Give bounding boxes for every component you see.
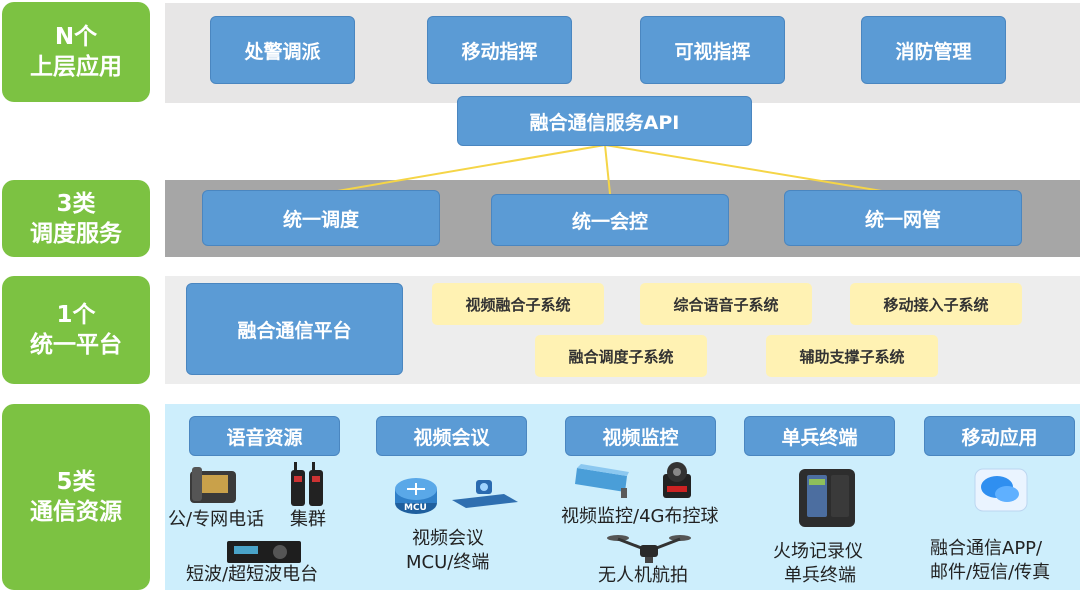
drone-icon (607, 535, 691, 563)
caption-fire-recorder: 火场记录仪 (773, 541, 863, 562)
layer-label-line2: 通信资源 (30, 499, 122, 525)
messaging-app-icon (974, 468, 1028, 512)
walkie-talkie-icon (291, 462, 323, 506)
layer-label-line2: 统一平台 (30, 332, 122, 358)
conference-terminal-icon (452, 480, 518, 508)
resource-header-video-surveillance[interactable]: 视频监控 (565, 416, 716, 456)
service-box-unified-network[interactable]: 统一网管 (784, 190, 1022, 246)
layer-label-line1: 3类 (56, 190, 96, 217)
caption-trunking: 集群 (290, 509, 326, 530)
platform-main-box[interactable]: 融合通信平台 (186, 283, 403, 375)
service-box-unified-conference[interactable]: 统一会控 (491, 194, 729, 246)
ptz-ball-camera-icon (663, 462, 691, 498)
rugged-phone-icon (799, 469, 855, 527)
caption-individual-terminal: 单兵终端 (784, 565, 856, 586)
app-box-mobile-command[interactable]: 移动指挥 (427, 16, 572, 84)
caption-mail-sms-fax: 邮件/短信/传真 (930, 562, 1051, 583)
subsystem-integrated-voice[interactable]: 综合语音子系统 (640, 283, 812, 325)
layer-label-line1: 5类 (56, 469, 96, 495)
surveillance-camera-icon (575, 464, 629, 498)
app-box-fire-management[interactable]: 消防管理 (861, 16, 1006, 84)
mcu-router-icon (395, 478, 437, 514)
layer-label-line2: 调度服务 (30, 220, 122, 247)
resource-header-voice[interactable]: 语音资源 (189, 416, 340, 456)
layer-label-line1: N个 (54, 24, 98, 50)
caption-video-conference: 视频会议 (412, 528, 484, 549)
caption-surveillance: 视频监控/4G布控球 (561, 506, 719, 527)
api-box[interactable]: 融合通信服务API (457, 96, 752, 146)
layer-label-line2: 上层应用 (30, 54, 122, 80)
layer-label-resources: 5类 通信资源 (2, 404, 150, 590)
app-box-dispatch[interactable]: 处警调派 (210, 16, 355, 84)
layer-label-services: 3类 调度服务 (2, 180, 150, 257)
service-box-unified-dispatch[interactable]: 统一调度 (202, 190, 440, 246)
layer-label-apps: N个 上层应用 (2, 2, 150, 102)
app-box-visual-command[interactable]: 可视指挥 (640, 16, 785, 84)
resource-header-video-conference[interactable]: 视频会议 (376, 416, 527, 456)
caption-app: 融合通信APP/ (930, 538, 1043, 559)
subsystem-mobile-access[interactable]: 移动接入子系统 (850, 283, 1022, 325)
mcu-label: MCU (404, 503, 427, 513)
subsystem-auxiliary-support[interactable]: 辅助支撑子系统 (766, 335, 938, 377)
resource-header-individual-terminal[interactable]: 单兵终端 (744, 416, 895, 456)
subsystem-video-fusion[interactable]: 视频融合子系统 (432, 283, 604, 325)
radio-transceiver-icon (227, 541, 301, 563)
caption-mcu-terminal: MCU/终端 (406, 552, 490, 573)
layer-label-line1: 1个 (56, 302, 96, 328)
caption-radio: 短波/超短波电台 (186, 564, 319, 585)
subsystem-fusion-dispatch[interactable]: 融合调度子系统 (535, 335, 707, 377)
caption-phone: 公/专网电话 (168, 509, 265, 530)
layer-label-platform: 1个 统一平台 (2, 276, 150, 384)
caption-drone: 无人机航拍 (598, 565, 688, 586)
desk-phone-icon (190, 467, 236, 503)
resource-header-mobile-app[interactable]: 移动应用 (924, 416, 1075, 456)
